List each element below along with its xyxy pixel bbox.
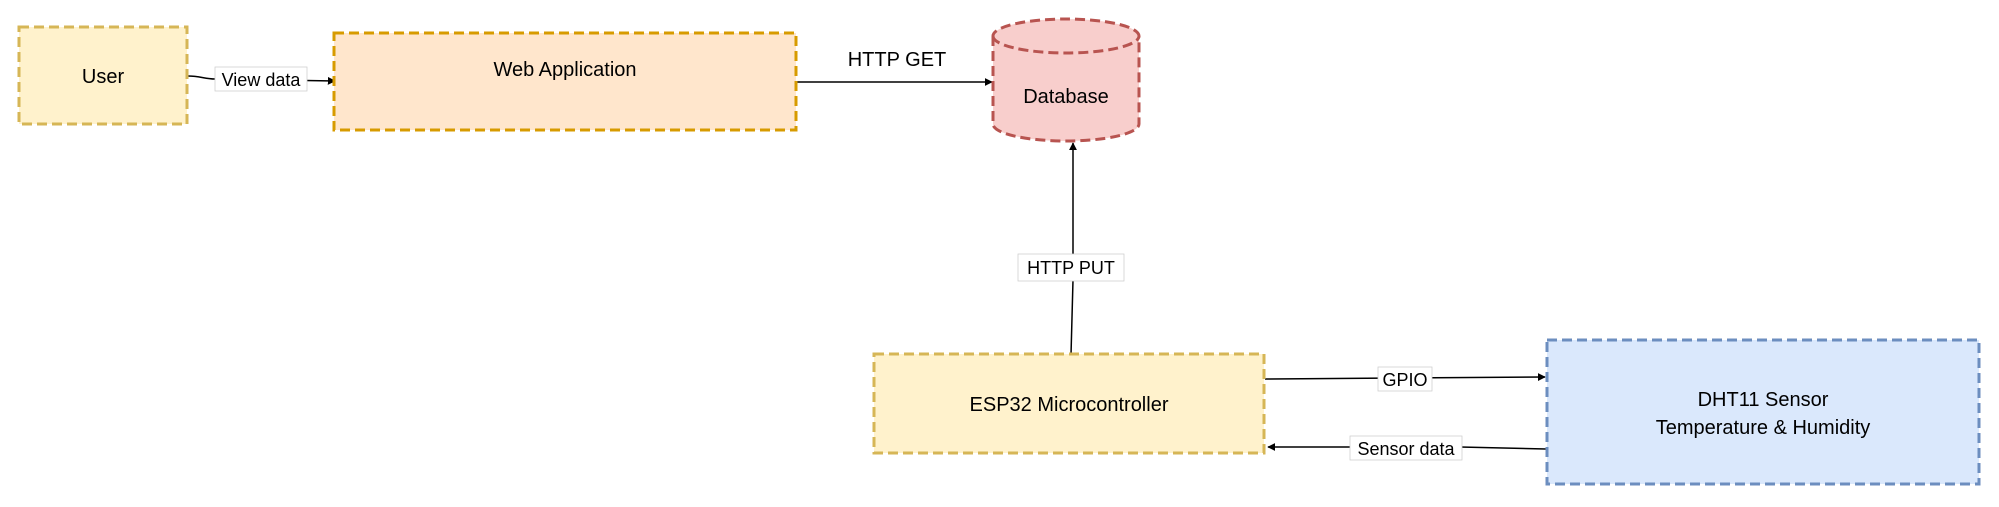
edge-label-sensor-data-text: Sensor data <box>1357 439 1455 459</box>
node-dht11-label-line2: Temperature & Humidity <box>1656 417 1871 439</box>
edge-label-sensor-data: Sensor data <box>1349 435 1463 461</box>
node-database-label: Database <box>1023 86 1109 108</box>
edge-label-gpio-text: GPIO <box>1382 370 1427 390</box>
node-web-application[interactable]: Web Application <box>332 31 798 132</box>
edge-label-view-data: View data <box>214 66 308 92</box>
node-user-label: User <box>82 66 125 88</box>
node-dht11-sensor[interactable]: DHT11 Sensor Temperature & Humidity <box>1545 338 1981 486</box>
edge-esp32-to-database <box>1069 142 1077 356</box>
edge-label-http-put-text: HTTP PUT <box>1027 258 1115 278</box>
node-user[interactable]: User <box>17 25 189 126</box>
node-esp32-microcontroller[interactable]: ESP32 Microcontroller <box>872 352 1266 455</box>
edge-label-view-data-text: View data <box>222 70 302 90</box>
node-esp32-label: ESP32 Microcontroller <box>970 394 1169 416</box>
edge-label-http-get-text: HTTP GET <box>848 49 947 71</box>
node-dht11-label-line1: DHT11 Sensor <box>1698 389 1829 411</box>
edge-label-http-get: HTTP GET <box>848 49 947 71</box>
edge-label-gpio: GPIO <box>1377 366 1433 392</box>
node-database[interactable]: Database <box>991 17 1141 143</box>
node-web-application-label: Web Application <box>493 59 636 81</box>
edge-label-http-put: HTTP PUT <box>1017 253 1125 282</box>
